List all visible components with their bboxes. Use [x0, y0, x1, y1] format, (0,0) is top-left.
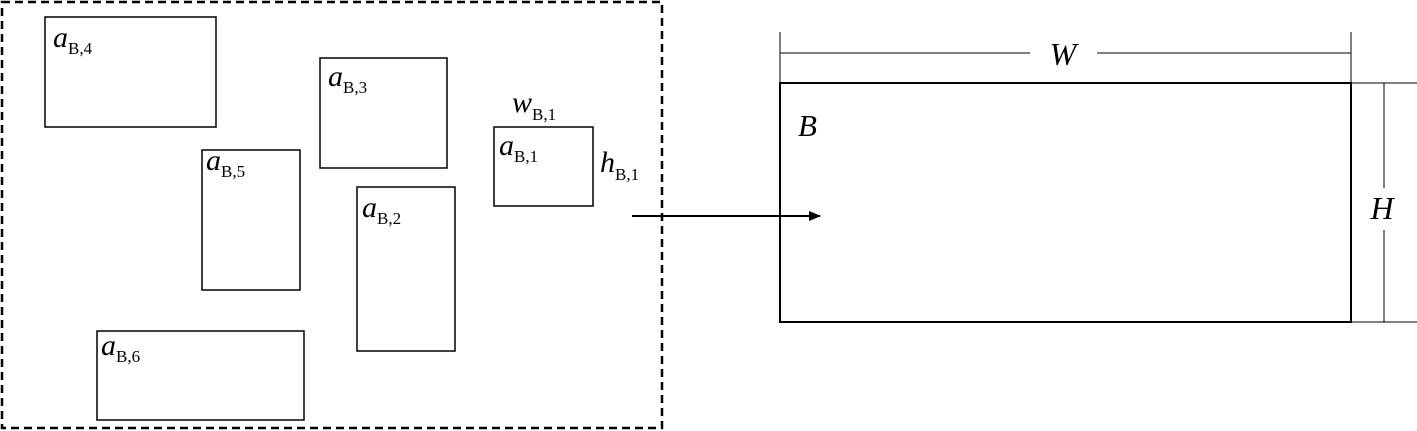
item-subscript: B,6: [116, 347, 140, 366]
item-a-b1: aB,1: [493, 126, 594, 207]
svg-text:aB,1: aB,1: [499, 129, 538, 166]
bin-label: B: [798, 108, 817, 143]
item-a-b4: aB,4: [44, 16, 217, 128]
item1-height-label: hB,1: [600, 146, 639, 184]
svg-text:aB,6: aB,6: [101, 329, 140, 366]
item-subscript: B,1: [514, 147, 538, 166]
item-symbol: a: [53, 21, 68, 54]
item-a-b3: aB,3: [319, 57, 448, 169]
item-symbol: a: [362, 191, 377, 224]
item-a-b5: aB,5: [201, 144, 301, 291]
item-subscript: B,4: [68, 39, 93, 58]
bin-width-label: W: [1050, 36, 1080, 72]
item1-width-label: wB,1: [512, 86, 556, 124]
bin-height-dimension: H: [1351, 82, 1417, 323]
bin-rect: [779, 82, 1352, 323]
svg-text:aB,5: aB,5: [206, 144, 245, 181]
item-subscript: B,2: [377, 209, 401, 228]
item-a-b2: aB,2: [356, 186, 456, 352]
svg-text:aB,3: aB,3: [328, 60, 367, 97]
item-a-b6: aB,6: [96, 329, 305, 421]
item-symbol: a: [101, 329, 116, 362]
item-subscript: B,3: [343, 78, 367, 97]
item-subscript: B,5: [221, 162, 245, 181]
bin-width-dimension: W: [779, 32, 1352, 83]
item-symbol: a: [206, 144, 221, 177]
bin-height-label: H: [1369, 190, 1395, 226]
svg-text:aB,4: aB,4: [53, 21, 93, 58]
item-symbol: a: [499, 129, 514, 162]
item-symbol: a: [328, 60, 343, 93]
svg-text:aB,2: aB,2: [362, 191, 401, 228]
